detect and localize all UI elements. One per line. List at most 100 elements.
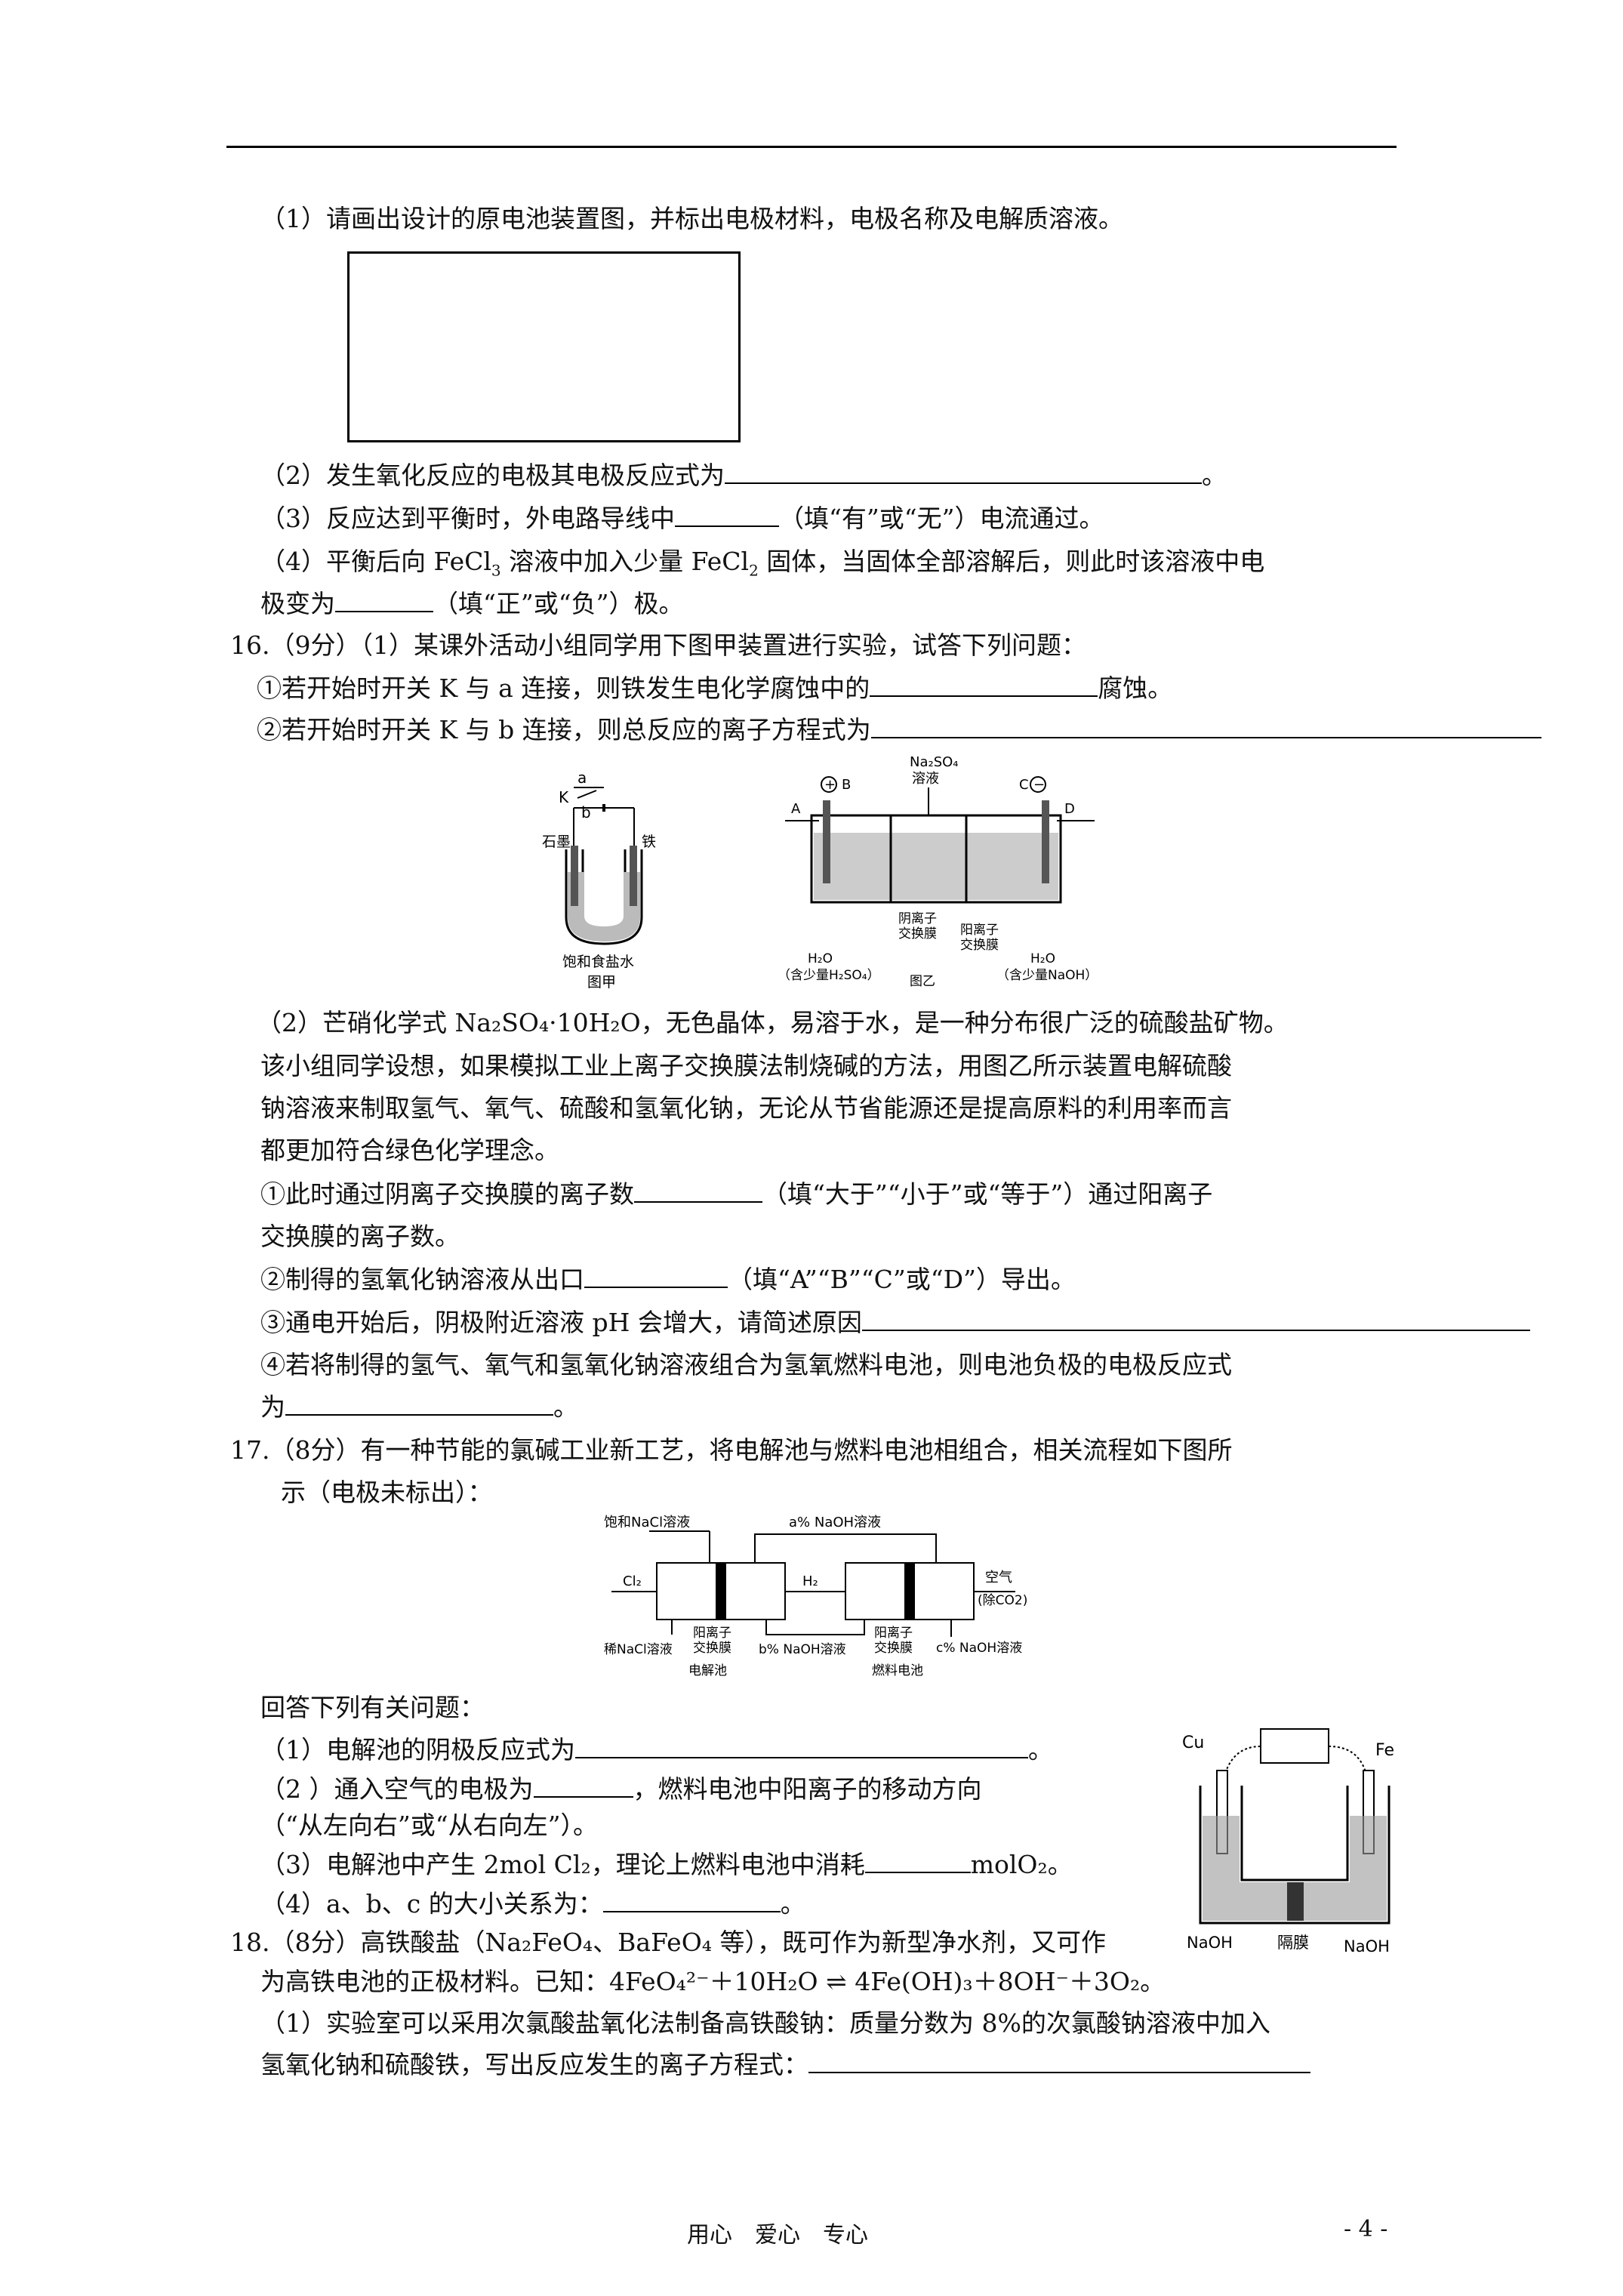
brine-solution: [568, 872, 640, 942]
q16-part2-l3: 钠溶液来制取氢气、氧气、硫酸和氢氧化钠，无论从节省能源还是提高原料的利用率而言: [260, 1093, 1232, 1123]
answer-blank[interactable]: [634, 1179, 762, 1203]
label-na2so4: Na₂SO₄: [910, 754, 959, 770]
label-graphite: 石墨: [542, 834, 571, 850]
answer-blank[interactable]: [864, 1849, 971, 1873]
q17-heading-cont: 示（电极未标出）：: [281, 1478, 493, 1507]
q16-item1-cont: 交换膜的离子数。: [260, 1222, 460, 1251]
q18-part1-cont: 氢氧化钠和硫酸铁，写出反应发生的离子方程式：: [260, 2048, 1310, 2082]
answer-blank[interactable]: [335, 588, 433, 612]
answer-blank[interactable]: [870, 714, 1541, 738]
answer-blank[interactable]: [870, 673, 1098, 697]
answer-blank[interactable]: [808, 2049, 1310, 2073]
label-electrolytic-cell: 电解池: [688, 1663, 727, 1678]
u-container-inner: [1240, 1786, 1349, 1881]
q15-part2: （2）发生氧化反应的电极其电极反应式为。: [260, 460, 1227, 490]
label-solution: 溶液: [912, 771, 939, 787]
label-h2so4: （含少量H₂SO₄）: [778, 968, 880, 983]
answer-blank[interactable]: [861, 1307, 1530, 1331]
q16-item4-cont: 为。: [260, 1391, 578, 1422]
label-cation-2: 阳离子: [874, 1626, 913, 1641]
naoh-solution: [1203, 1816, 1387, 1921]
figure-caption: 图甲: [587, 974, 616, 991]
answer-blank[interactable]: [285, 1391, 553, 1416]
label-membrane-2: 交换膜: [874, 1641, 913, 1656]
q15-part4: （4）平衡后向 FeCl3 溶液中加入少量 FeCl2 固体，当固体全部溶解后，…: [260, 547, 1265, 580]
process-flow-diagram: 饱和NaCl溶液 a% NaOH溶液 Cl₂ H₂ 空气 (除CO2) 稀NaC…: [604, 1515, 1027, 1678]
anode-electrode: [823, 800, 830, 883]
header-rule: [226, 146, 1397, 148]
label-fe: Fe: [1375, 1741, 1394, 1760]
label-membrane-1: 交换膜: [693, 1641, 731, 1656]
wire-right: [1328, 1746, 1369, 1783]
label-cl2: Cl₂: [623, 1573, 642, 1589]
answer-blank[interactable]: [725, 460, 1202, 484]
label-brine: 饱和食盐水: [562, 954, 634, 970]
wire-left: [1222, 1746, 1261, 1783]
naoh-b-line: [765, 1620, 865, 1635]
label-A: A: [791, 801, 801, 817]
q16-item4: ④若将制得的氢气、氧气和氢氧化钠溶液组合为氢氧燃料电池，则电池负极的电极反应式: [260, 1350, 1232, 1379]
cathode-electrode: [1042, 800, 1049, 883]
answer-blank[interactable]: [584, 1264, 728, 1288]
label-minus: −: [1033, 777, 1045, 793]
q18-heading: 18.（8分）高铁酸盐（Na₂FeO₄、BaFeO₄ 等），既可作为新型净水剂，…: [230, 1928, 1106, 1957]
label-naoh-c: c% NaOH溶液: [936, 1641, 1022, 1656]
figure-yi: Na₂SO₄ 溶液 + B C − A D 阴离子 交换膜 阳离子 交换膜 H₂…: [778, 754, 1098, 989]
label-exchange-membrane: 交换膜: [898, 926, 937, 942]
q15-part3: （3）反应达到平衡时，外电路导线中（填“有”或“无”）电流通过。: [260, 503, 1104, 533]
page-number: - 4 -: [1344, 2216, 1388, 2242]
figure-jia: a K b 石墨 铁 饱和食盐水 图甲: [542, 769, 656, 991]
q16-item2: ②制得的氢氧化钠溶液从出口（填“A”“B”“C”或“D”）导出。: [260, 1264, 1076, 1294]
label-naoh: （含少量NaOH）: [996, 968, 1098, 983]
electrolytic-tank: [810, 814, 1062, 904]
answer-blank[interactable]: [533, 1774, 633, 1798]
label-plus: +: [824, 777, 836, 793]
q17-heading: 17.（8分）有一种节能的氯碱工业新工艺，将电解池与燃料电池相组合，相关流程如下…: [230, 1435, 1233, 1465]
q16-part2-l4: 都更加符合绿色化学理念。: [260, 1136, 559, 1165]
label-membrane: 隔膜: [1277, 1934, 1309, 1952]
answer-blank[interactable]: [602, 1888, 781, 1912]
q17-answer-intro: 回答下列有关问题：: [260, 1693, 485, 1722]
q16-heading: 16.（9分）（1）某课外活动小组同学用下图甲装置进行实验，试答下列问题：: [230, 630, 1086, 660]
answer-blank[interactable]: [675, 503, 779, 527]
cu-fe-cell-figure: Cu Fe NaOH 隔膜 NaOH: [1182, 1728, 1394, 1955]
label-remove-co2: (除CO2): [978, 1593, 1027, 1608]
u-tube-inner: [581, 849, 627, 929]
label-anion: 阴离子: [898, 911, 937, 926]
graphite-electrode: [571, 846, 578, 906]
q17-q4: （4）a、b、c 的大小关系为：。: [260, 1888, 805, 1918]
q17-q2-cont: （“从左向右”或“从右向左”）。: [260, 1811, 598, 1840]
q16-part2-l1: （2）芒硝化学式 Na₂SO₄·10H₂O，无色晶体，易溶于水，是一种分布很广泛…: [257, 1008, 1289, 1037]
q17-q2: （2 ）通入空气的电极为，燃料电池中阳离子的移动方向: [260, 1774, 982, 1804]
q18-heading-cont: 为高铁电池的正极材料。已知：4FeO₄²⁻＋10H₂O ⇌ 4Fe(OH)₃＋8…: [260, 1967, 1166, 1996]
plus-terminal-icon: [821, 776, 837, 793]
tank-solution: [814, 833, 1058, 900]
label-naoh-a: a% NaOH溶液: [789, 1515, 881, 1530]
q17-q1: （1）电解池的阴极反应式为。: [260, 1734, 1053, 1764]
label-iron: 铁: [642, 834, 656, 850]
label-K: K: [559, 788, 569, 806]
label-h2: H₂: [802, 1573, 818, 1589]
label-exchange-membrane: 交换膜: [960, 938, 999, 953]
q18-part1: （1）实验室可以采用次氯酸盐氧化法制备高铁酸钠：质量分数为 8%的次氯酸钠溶液中…: [260, 2008, 1270, 2038]
answer-blank[interactable]: [575, 1734, 1028, 1758]
naoh-a-line: [754, 1533, 937, 1563]
footer-motto: 用心 爱心 专心: [687, 2222, 868, 2248]
iron-electrode: [630, 846, 637, 906]
label-cu: Cu: [1182, 1734, 1204, 1752]
switch-K: [577, 790, 597, 799]
label-naoh-left: NaOH: [1187, 1934, 1233, 1952]
label-h2o-right: H₂O: [1030, 951, 1055, 966]
q15-part4-cont: 极变为（填“正”或“负”）极。: [260, 588, 684, 618]
label-cation: 阳离子: [960, 923, 999, 938]
label-cation-1: 阳离子: [693, 1626, 731, 1641]
label-naoh-b: b% NaOH溶液: [759, 1642, 846, 1657]
q15-drawing-box[interactable]: [347, 251, 741, 442]
label-C: C: [1019, 777, 1029, 793]
label-naoh-right: NaOH: [1344, 1937, 1390, 1955]
u-tube-outer: [565, 849, 643, 945]
label-B: B: [842, 777, 851, 793]
label-a: a: [577, 769, 587, 787]
cation-membrane-2: [904, 1563, 915, 1620]
